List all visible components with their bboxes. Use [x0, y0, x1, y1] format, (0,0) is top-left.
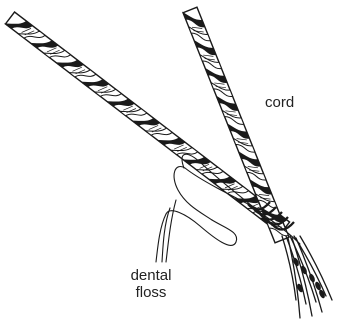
- cord-label: cord: [265, 94, 294, 111]
- floss-strand: [156, 214, 166, 262]
- dental-floss-label: dental floss: [124, 267, 178, 301]
- dental-floss-label-line2: floss: [124, 284, 178, 301]
- right-cord-strand: [183, 7, 289, 243]
- dental-floss-strands: [156, 154, 300, 262]
- frayed-cord-ends: [282, 236, 332, 318]
- floss-strand: [166, 211, 237, 246]
- floss-strand: [166, 200, 176, 262]
- frayed-fiber: [288, 238, 300, 318]
- dental-floss-label-line1: dental: [124, 267, 178, 284]
- left-cord-strand: [5, 12, 289, 234]
